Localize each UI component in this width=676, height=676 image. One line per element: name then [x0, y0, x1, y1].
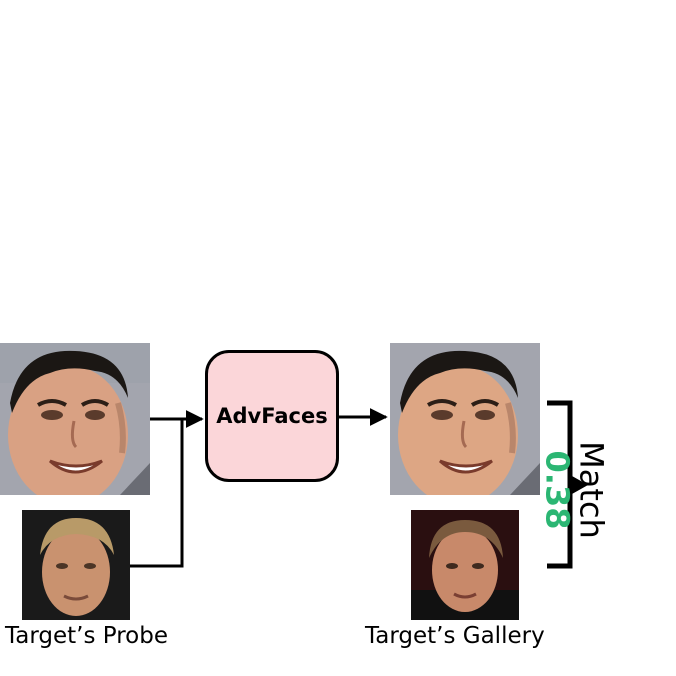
probe-connector [130, 419, 184, 568]
probe-face-photo [22, 510, 130, 620]
advfaces-label: AdvFaces [216, 404, 328, 428]
advfaces-box: AdvFaces [205, 350, 339, 482]
gallery-caption: Target’s Gallery [365, 623, 545, 649]
match-result: Match 0.38 [539, 441, 611, 539]
probe-caption: Target’s Probe [5, 623, 168, 649]
bracket-pointer [572, 476, 588, 494]
adversarial-face-photo [390, 343, 540, 495]
match-score: 0.38 [539, 450, 577, 530]
match-label: Match [572, 441, 611, 539]
match-bracket [547, 400, 573, 569]
input-face-photo [0, 343, 150, 495]
gallery-face-photo [411, 510, 519, 620]
